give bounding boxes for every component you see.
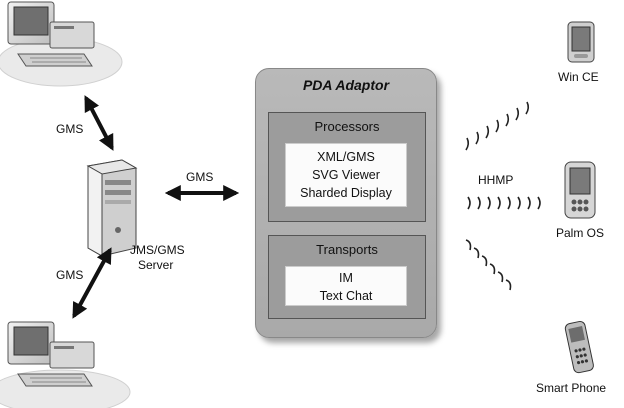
transport-item: Text Chat [319, 289, 373, 303]
wireless-waves-lower-icon [465, 239, 512, 291]
transports-panel: Transports IM Text Chat [268, 235, 426, 319]
server-label-line1: JMS/GMS [130, 243, 185, 257]
hhmp-label: HHMP [478, 173, 514, 187]
gms-label-adaptor: GMS [186, 170, 214, 184]
pda-win-ce-icon [567, 21, 595, 63]
gms-arrow-top [84, 95, 114, 151]
transports-title: Transports [316, 242, 378, 257]
server-tower-icon [86, 159, 138, 257]
device-label-palm-os: Palm OS [556, 226, 605, 240]
transport-item: IM [339, 271, 353, 285]
device-label-win-ce: Win CE [558, 70, 599, 84]
processors-panel: Processors XML/GMS SVG Viewer Sharded Di… [268, 112, 426, 222]
processor-item: XML/GMS [317, 150, 375, 164]
processors-list: XML/GMS SVG Viewer Sharded Display [285, 143, 407, 207]
pda-palm-os-icon [564, 161, 596, 219]
wireless-waves-middle-icon [467, 196, 541, 210]
server-label-line2: Server [138, 258, 174, 272]
processor-item: SVG Viewer [312, 168, 380, 182]
device-label-smart-phone: Smart Phone [536, 381, 607, 395]
processor-item: Sharded Display [300, 186, 392, 200]
pda-adaptor-title: PDA Adaptor [302, 77, 390, 93]
pda-adaptor-box: PDA Adaptor Processors XML/GMS SVG Viewe… [255, 68, 437, 338]
processors-title: Processors [314, 119, 380, 134]
gms-label-top: GMS [56, 122, 84, 136]
gms-label-bottom: GMS [56, 268, 84, 282]
smart-phone-icon [564, 320, 594, 374]
wireless-waves-upper-icon [465, 101, 530, 151]
client-workstation-bottom-icon [0, 321, 131, 408]
client-workstation-top-icon [0, 1, 123, 87]
gms-arrow-bottom [72, 247, 112, 319]
transports-list: IM Text Chat [285, 266, 407, 306]
